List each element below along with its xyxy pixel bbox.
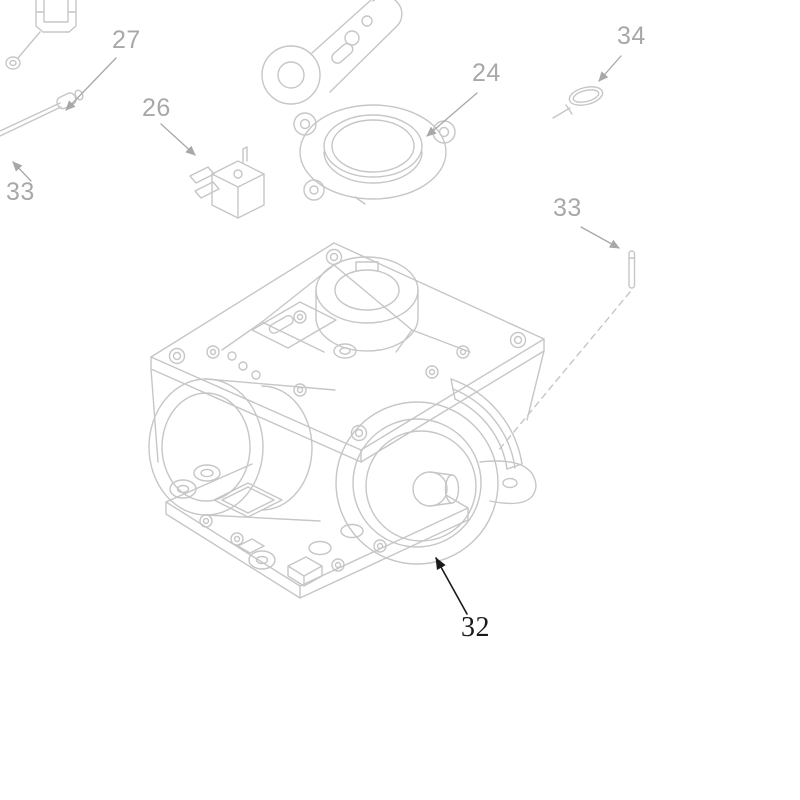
servo-arm-part (261, 0, 403, 105)
callout-arrows (12, 55, 622, 249)
part-label-24: 24 (472, 59, 501, 87)
leader-arrow-33-right (580, 226, 620, 249)
part-label-32: 32 (461, 612, 490, 643)
leader-arrow-32 (435, 557, 468, 615)
gearbox-housing-part (148, 242, 545, 599)
parts-line-art (0, 0, 636, 599)
leader-arrow-34 (598, 55, 622, 82)
leader-arrow-33-left (12, 161, 32, 182)
pin-part (628, 250, 636, 289)
ring-flange-part (293, 104, 456, 205)
o-ring-part (552, 86, 604, 119)
antenna-rod-part (0, 89, 84, 137)
switch-connector-part (189, 146, 265, 219)
part-label-26: 26 (142, 94, 171, 122)
mounting-bracket-part (5, 0, 77, 70)
part-label-33-left: 33 (6, 178, 35, 206)
leader-arrow-24 (426, 92, 478, 137)
part-label-27: 27 (112, 26, 141, 54)
part-label-33-right: 33 (553, 194, 582, 222)
leader-arrow-26 (160, 123, 196, 156)
leader-arrow-27 (65, 57, 117, 111)
pin-dashed-leader (497, 291, 631, 452)
part-label-34: 34 (617, 22, 646, 50)
